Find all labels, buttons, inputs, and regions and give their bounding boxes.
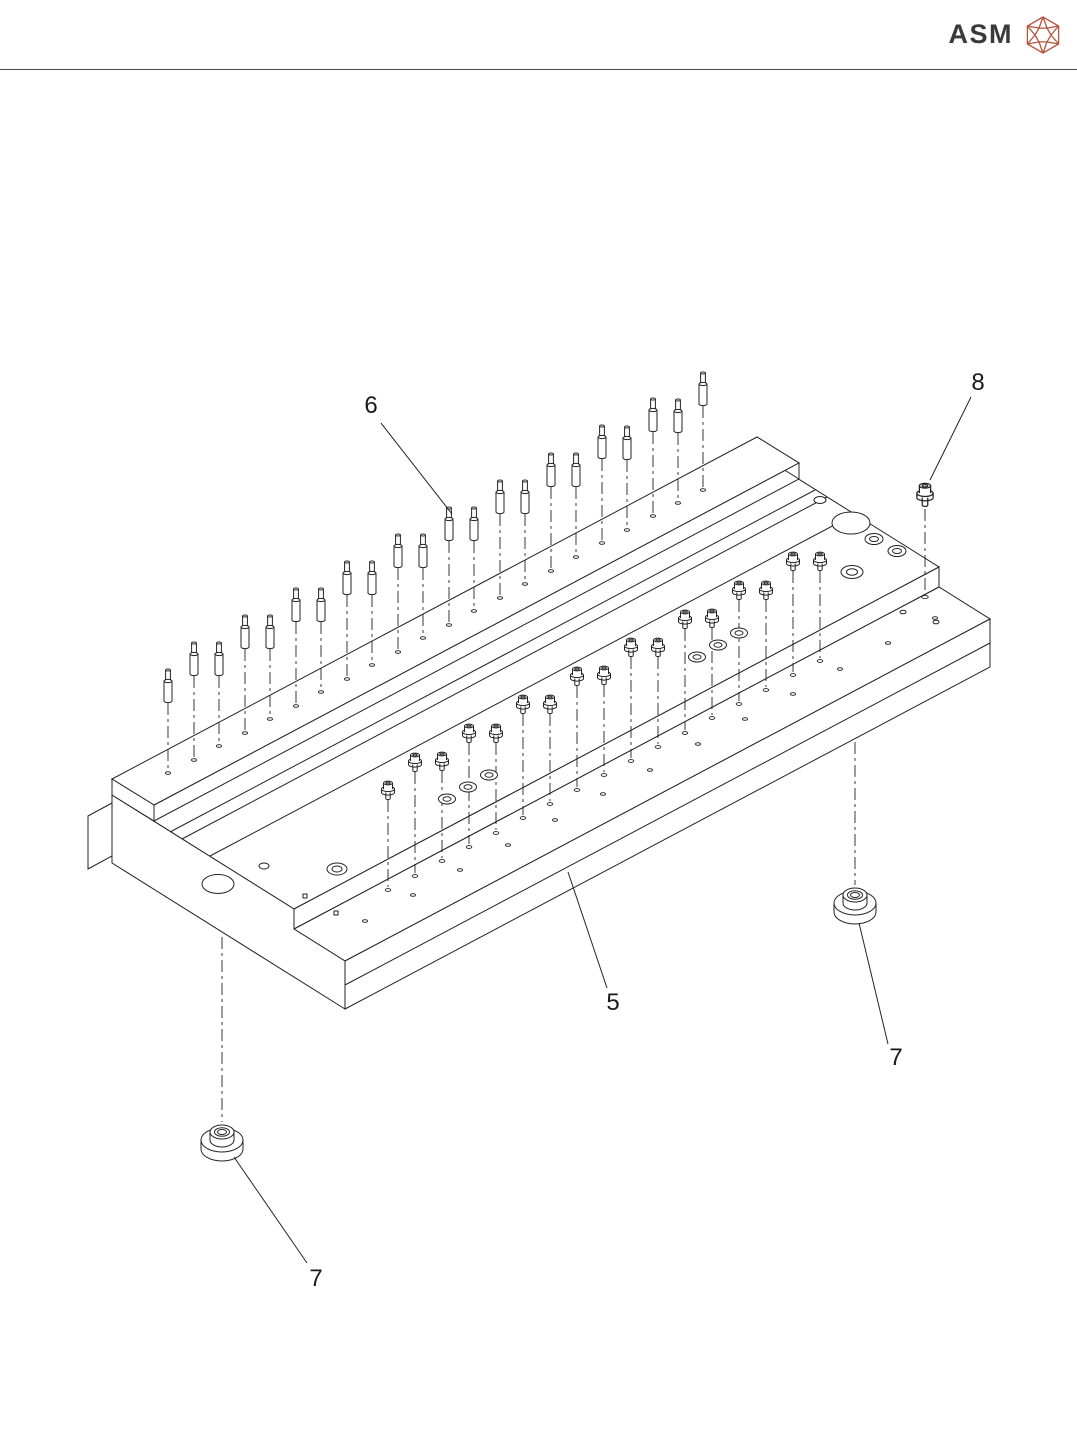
deck-hole xyxy=(932,619,940,625)
leader-5 xyxy=(567,871,608,989)
deck-mark xyxy=(302,893,308,899)
foot-right xyxy=(833,887,877,925)
brand-text: ASM xyxy=(948,19,1013,49)
header: ASM xyxy=(0,0,1077,70)
callout-8-label: 8 xyxy=(971,369,984,396)
asm-logo-icon xyxy=(1026,15,1060,54)
deck-hole xyxy=(831,511,871,535)
deck-ring xyxy=(869,536,879,542)
deck-mark xyxy=(333,910,339,916)
foot-left xyxy=(200,1124,244,1162)
leader-7-left xyxy=(233,1156,308,1264)
plate-left-tab xyxy=(87,802,113,870)
plate-left-end-face xyxy=(111,794,346,1010)
rail-left-end xyxy=(111,778,155,822)
callout-7-left-label: 7 xyxy=(309,1265,322,1292)
washer xyxy=(730,627,748,639)
screw-part-8 xyxy=(916,482,934,600)
callout-7-right-label: 7 xyxy=(889,1044,902,1071)
washer xyxy=(459,781,477,793)
callout-6-label: 6 xyxy=(364,392,377,419)
deck-ring xyxy=(846,568,858,576)
plate-part-5 xyxy=(87,436,991,1010)
washer xyxy=(480,769,498,781)
washer xyxy=(688,651,706,663)
deck-groove-line xyxy=(181,496,828,840)
deck-ring xyxy=(331,865,343,873)
front-face-edge-line xyxy=(344,642,991,986)
screw-8-body xyxy=(916,482,934,507)
leader-7-right xyxy=(858,922,889,1045)
feet-part-7 xyxy=(200,742,877,1162)
deck-groove-line xyxy=(169,489,816,833)
deck-groove-line xyxy=(209,513,856,857)
washer xyxy=(709,639,727,651)
deck-hole xyxy=(813,496,827,504)
deck-hole xyxy=(258,862,270,870)
deck-hole xyxy=(899,609,907,615)
leader-6 xyxy=(380,422,453,515)
leader-8 xyxy=(929,396,972,481)
deck-hole xyxy=(201,874,235,894)
callouts: 6 8 5 7 7 xyxy=(233,369,985,1292)
callout-5-label: 5 xyxy=(606,989,619,1016)
washer xyxy=(438,793,456,805)
ledge-hole-row xyxy=(362,616,938,923)
deck-ring xyxy=(892,548,902,554)
